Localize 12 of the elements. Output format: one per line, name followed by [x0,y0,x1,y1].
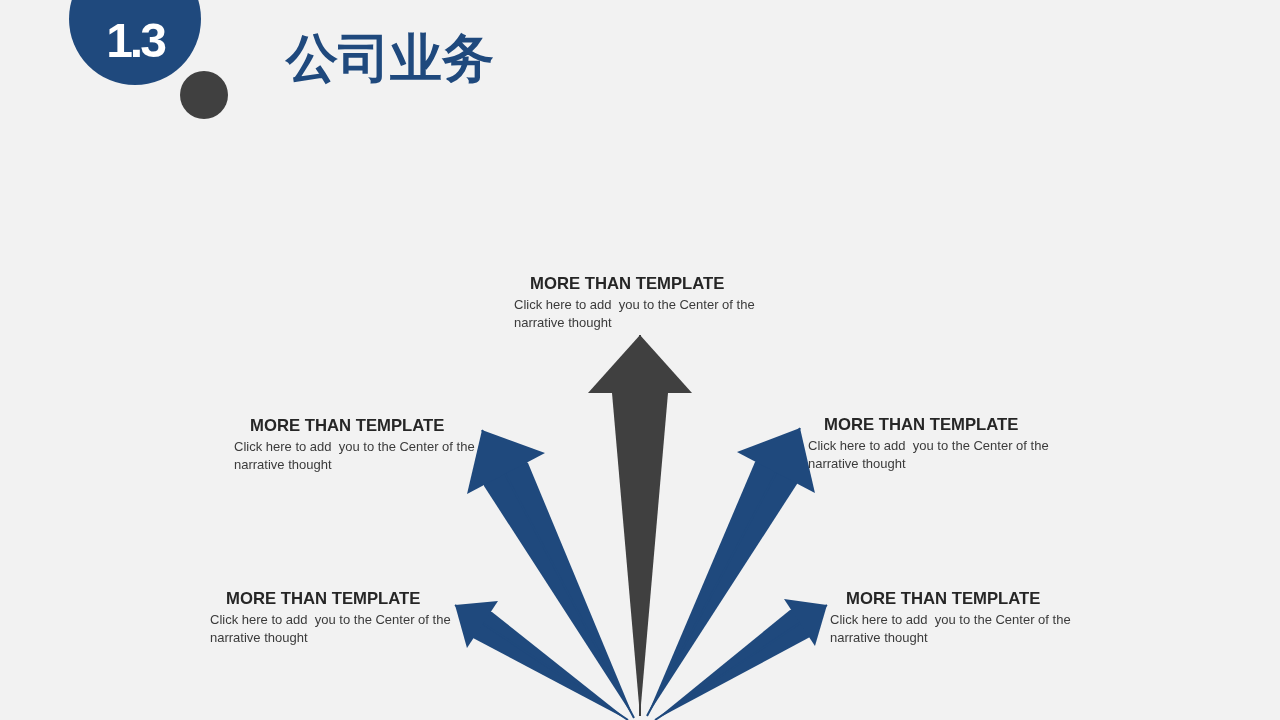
title: 公司业务 [286,28,494,88]
body-text: Click here to add you to the Center of the narrative thought [210,611,452,647]
heading: MORE THAN TEMPLATE [530,274,725,294]
heading: MORE THAN TEMPLATE [226,589,421,609]
body-text: Click here to add you to the Center of the narrative thought [514,296,756,332]
body-text: Click here to add you to the Center of the narrative thought [808,437,1050,473]
section-number: 1.3 [69,0,201,85]
heading: MORE THAN TEMPLATE [250,416,445,436]
heading: MORE THAN TEMPLATE [846,589,1041,609]
body-text: Click here to add you to the Center of the narrative thought [830,611,1072,647]
body-text: Click here to add you to the Center of the narrative thought [234,438,476,474]
heading: MORE THAN TEMPLATE [824,415,1019,435]
